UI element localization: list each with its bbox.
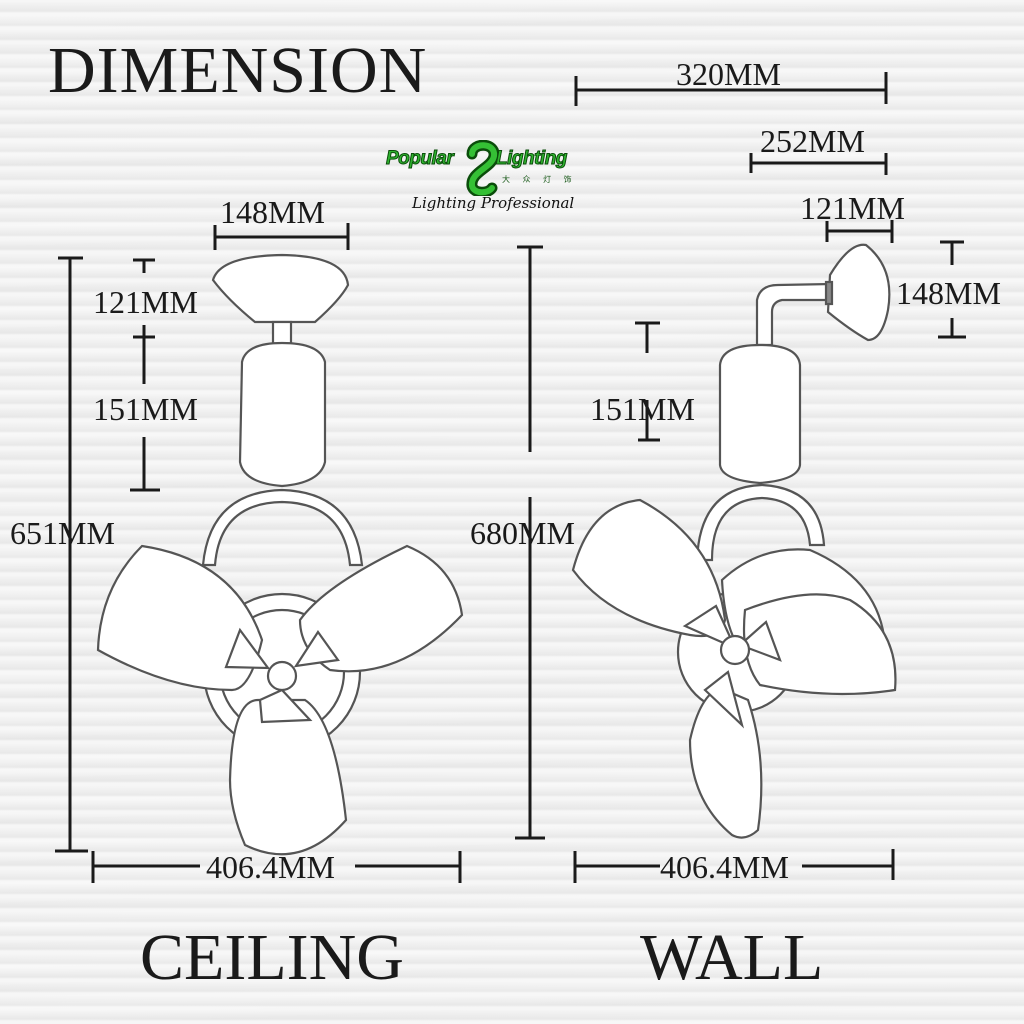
wall-total-depth-label: 320MM (676, 56, 781, 92)
wall-caption: WALL (640, 921, 824, 994)
wall-mount-height-label: 148MM (896, 275, 1001, 311)
ceiling-total-height-label: 651MM (10, 515, 115, 551)
ceiling-caption: CEILING (140, 921, 404, 994)
wall-blade-span-label: 406.4MM (660, 849, 789, 885)
ceiling-fan-illustration (96, 253, 464, 856)
brand-chinese-mark: 大 众 灯 饰 (502, 175, 577, 184)
wall-total-height-label: 680MM (470, 515, 575, 551)
wall-dimension-lines (515, 72, 966, 883)
ceiling-dimension-lines (55, 223, 462, 883)
wall-arm-depth-label: 252MM (760, 123, 865, 159)
wall-fan-illustration (571, 243, 897, 839)
ceiling-canopy-width-label: 148MM (220, 194, 325, 230)
brand-tagline: Lighting Professional (412, 194, 575, 212)
wall-motor-height-label: 151MM (590, 391, 695, 427)
brand-logo: Popular Lighting 大 众 灯 饰 Lighting Profes… (384, 140, 580, 220)
ceiling-motor-height-label: 151MM (93, 391, 198, 427)
ceiling-blade-span-label: 406.4MM (206, 849, 335, 885)
ceiling-canopy-height-label: 121MM (93, 284, 198, 320)
page-title: DIMENSION (48, 34, 428, 107)
brand-swirl-icon (466, 140, 500, 196)
brand-word-right: Lighting (496, 148, 568, 170)
wall-mount-depth-label: 121MM (800, 190, 905, 226)
brand-word-left: Popular (385, 148, 454, 170)
